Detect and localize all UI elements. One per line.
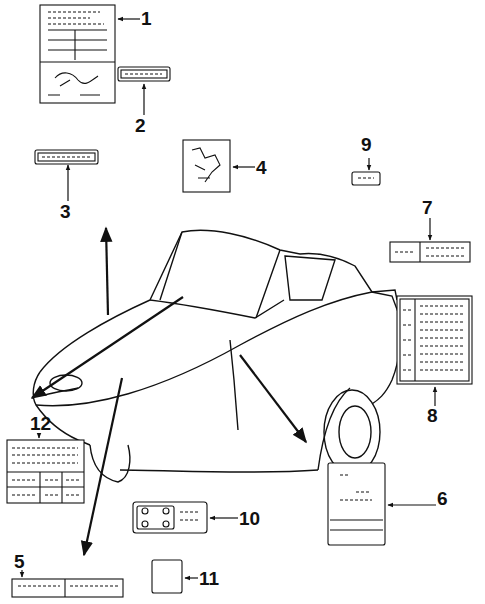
callout-number: 5 <box>14 552 25 571</box>
callout-number: 4 <box>256 158 267 177</box>
callout-number: 7 <box>422 198 433 217</box>
label-stickers <box>7 5 472 597</box>
callout-number: 6 <box>437 489 448 508</box>
callout-number: 11 <box>199 569 219 588</box>
callout-number: 10 <box>239 509 260 528</box>
callout-number: 9 <box>361 135 372 154</box>
callout-number: 2 <box>135 116 146 135</box>
callout-number: 8 <box>427 406 438 425</box>
sticker-print-lines <box>12 12 464 586</box>
callout-number: 12 <box>30 414 51 433</box>
location-arrows <box>32 228 306 555</box>
car-outline <box>33 230 401 482</box>
callout-number: 3 <box>60 202 71 221</box>
callout-number: 1 <box>141 9 152 28</box>
